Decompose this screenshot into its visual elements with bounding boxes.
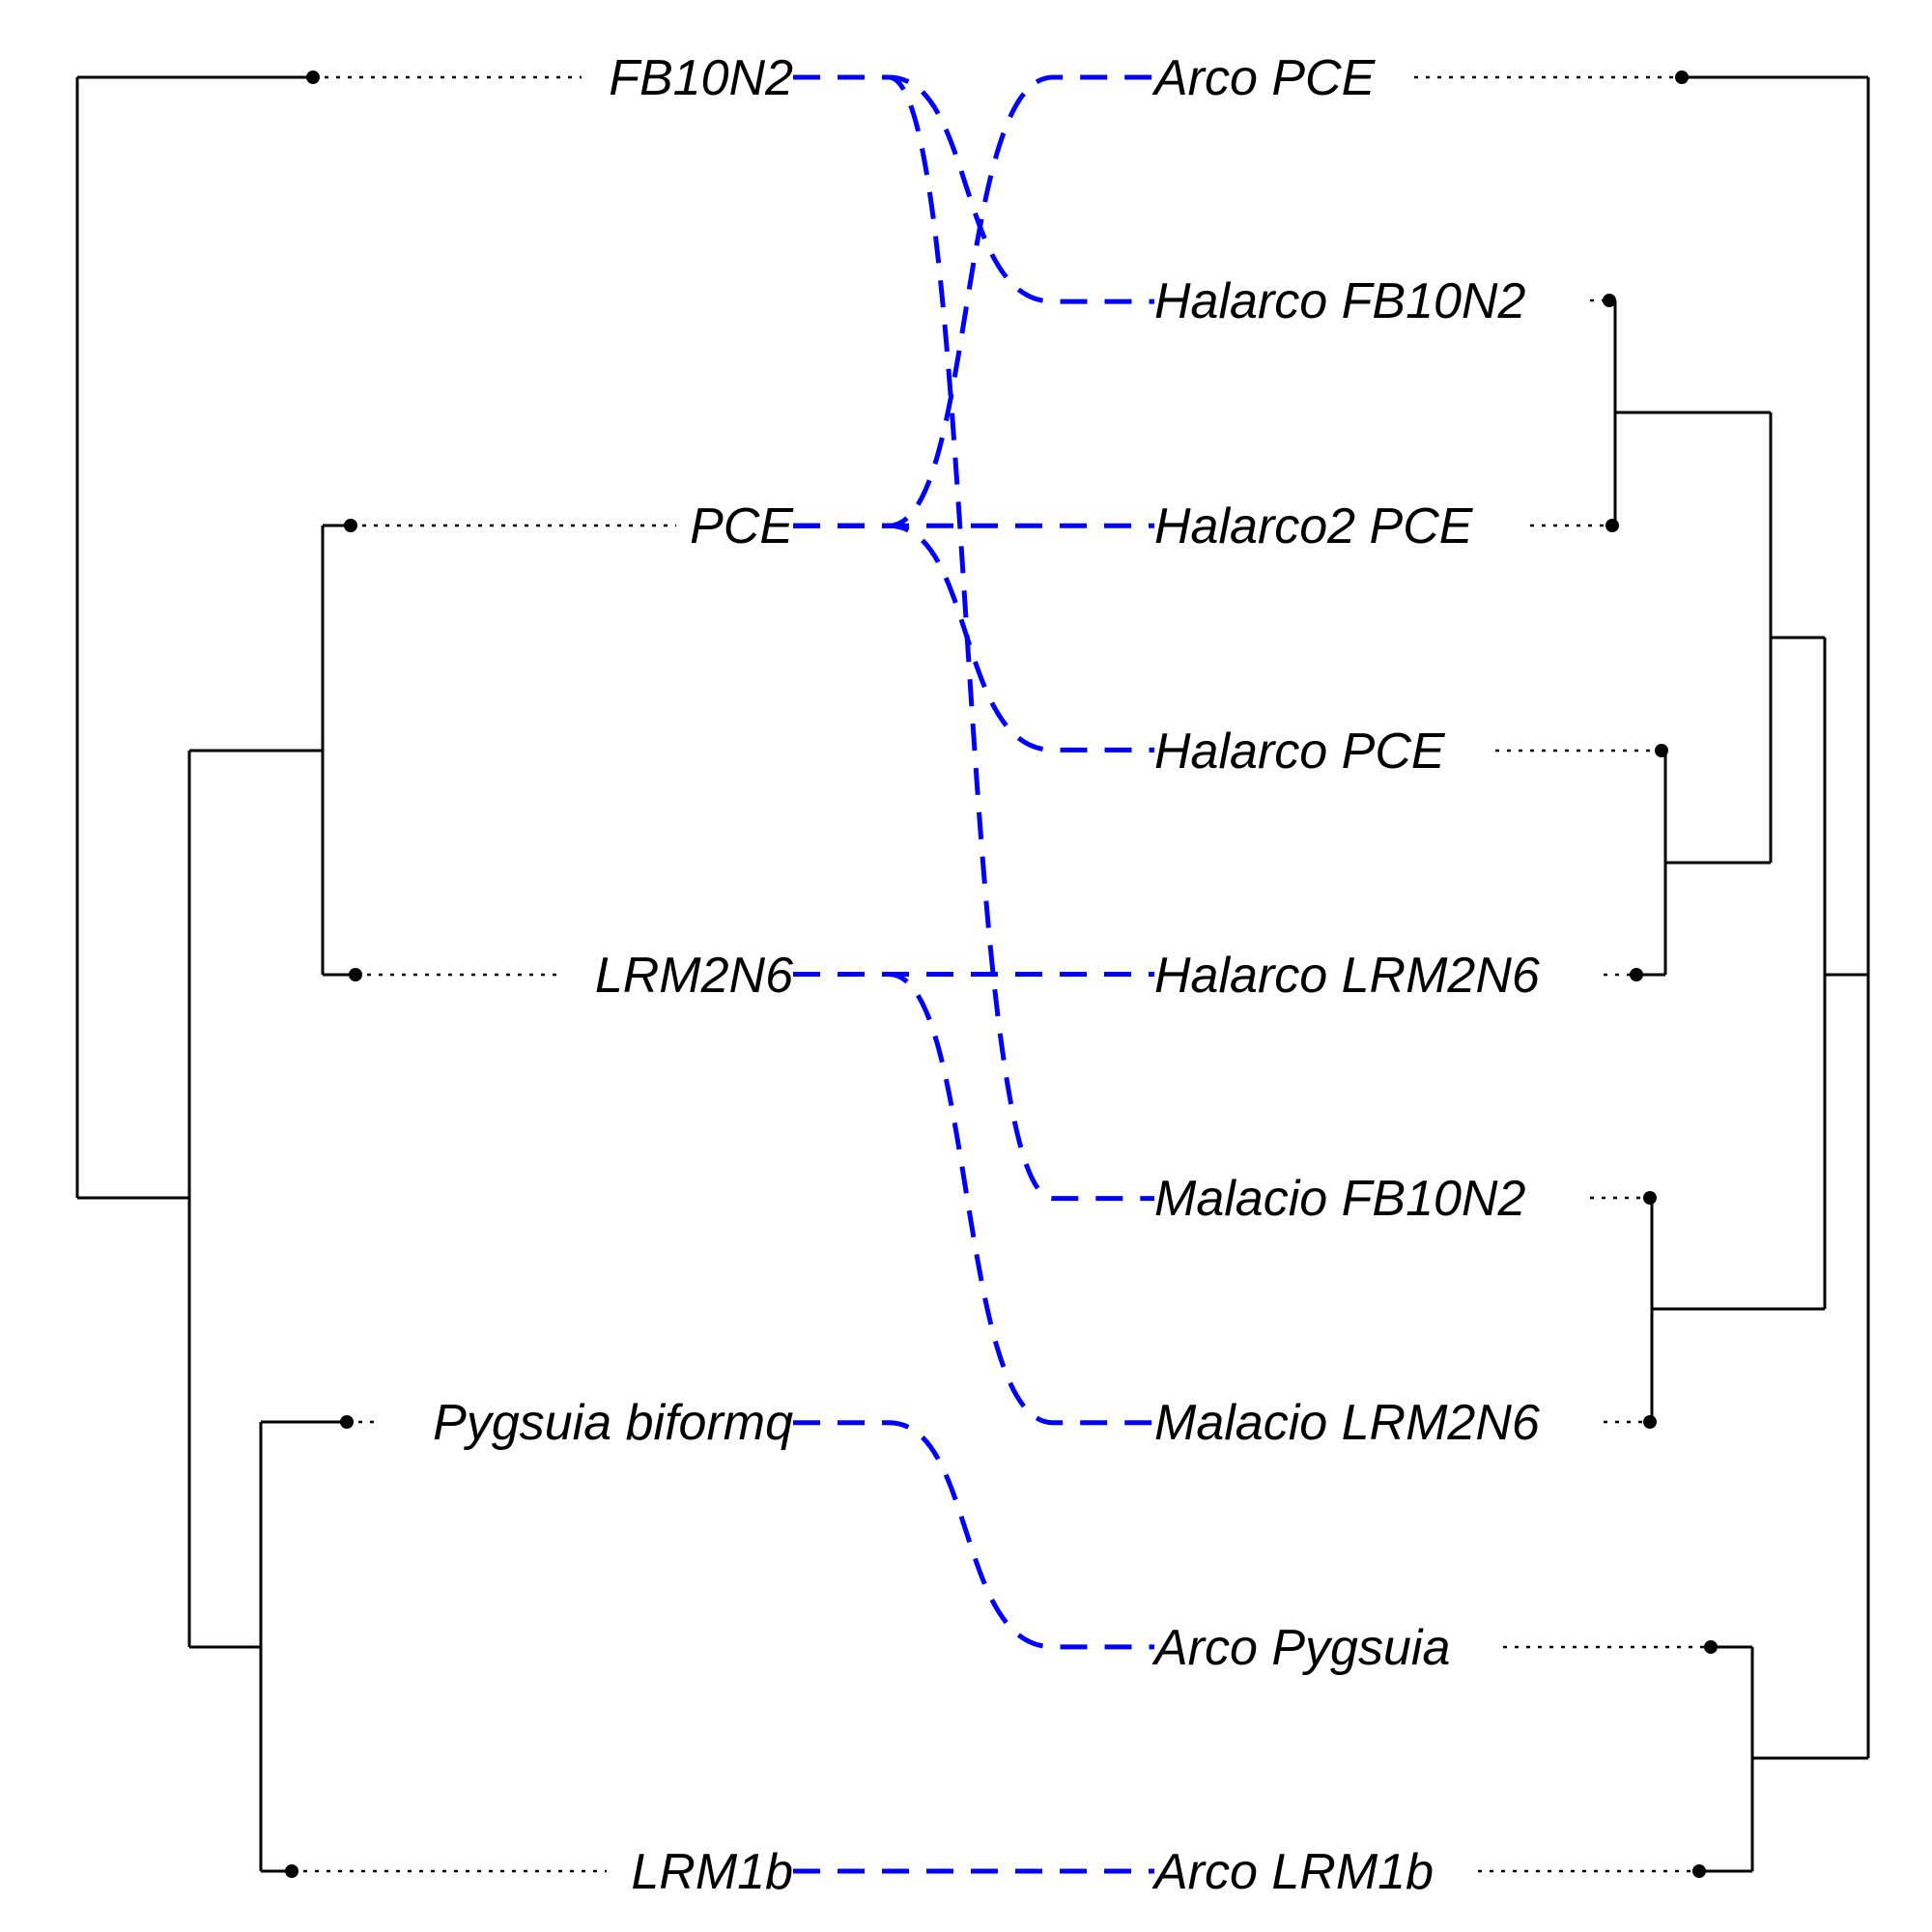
right-label-HalarcoFB10N2: Halarco FB10N2 (1154, 273, 1525, 329)
left-tip-Pygsuia (340, 1415, 354, 1429)
left-tip-PCE (344, 519, 357, 532)
left-tree: FB10N2 PCE LRM2N6 Pygsuia biformq LRM1b (75, 50, 794, 1900)
left-label-PCE: PCE (690, 498, 794, 554)
right-tip-HalarcoLRM2N6 (1630, 968, 1643, 981)
right-tree: Arco PCE Halarco FB10N2 Halarco2 PCE Hal… (1151, 50, 1870, 1900)
right-label-MalacioFB10N2: Malacio FB10N2 (1154, 1171, 1525, 1227)
right-tip-HalarcoPCE (1655, 744, 1668, 757)
left-label-LRM1b: LRM1b (631, 1844, 793, 1900)
left-label-Pygsuia: Pygsuia biformq (433, 1395, 793, 1451)
left-label-LRM2N6: LRM2N6 (595, 948, 793, 1004)
association-link-FB10N2-HalarcoFB10N2 (793, 74, 1154, 304)
left-label-FB10N2: FB10N2 (609, 50, 793, 106)
left-tree-branches (75, 75, 355, 1873)
right-tip-MalacioLRM2N6 (1643, 1415, 1657, 1429)
left-tip-FB10N2 (306, 71, 320, 84)
right-tree-branches (1609, 75, 1870, 1873)
association-link-LRM2N6-MalacioLRM2N6 (793, 972, 1154, 1426)
association-link-PCE-HalarcoPCE (793, 523, 1154, 753)
right-tip-HalarcoFB10N2 (1603, 294, 1616, 307)
right-tip-Halarco2PCE (1605, 519, 1619, 532)
right-tip-MalacioFB10N2 (1643, 1191, 1657, 1205)
association-link-FB10N2-MalacioFB10N2 (793, 74, 1154, 1202)
right-tip-ArcoLRM1b (1692, 1864, 1706, 1878)
right-label-HalarcoLRM2N6: Halarco LRM2N6 (1154, 948, 1540, 1004)
association-link-Pygsuia-ArcoPygsuia (793, 1420, 1154, 1650)
right-label-HalarcoPCE: Halarco PCE (1154, 724, 1446, 780)
right-label-ArcoPCE: Arco PCE (1151, 50, 1377, 106)
right-tip-ArcoPygsuia (1704, 1640, 1718, 1654)
right-label-ArcoLRM1b: Arco LRM1b (1151, 1844, 1434, 1900)
left-tip-LRM2N6 (349, 968, 362, 981)
right-label-Halarco2PCE: Halarco2 PCE (1154, 498, 1474, 554)
right-label-MalacioLRM2N6: Malacio LRM2N6 (1154, 1395, 1540, 1451)
right-label-ArcoPygsuia: Arco Pygsuia (1151, 1620, 1450, 1676)
association-links (793, 74, 1154, 1874)
right-tip-ArcoPCE (1675, 71, 1689, 84)
association-link-PCE-ArcoPCE (793, 74, 1154, 528)
left-tip-LRM1b (285, 1864, 298, 1878)
